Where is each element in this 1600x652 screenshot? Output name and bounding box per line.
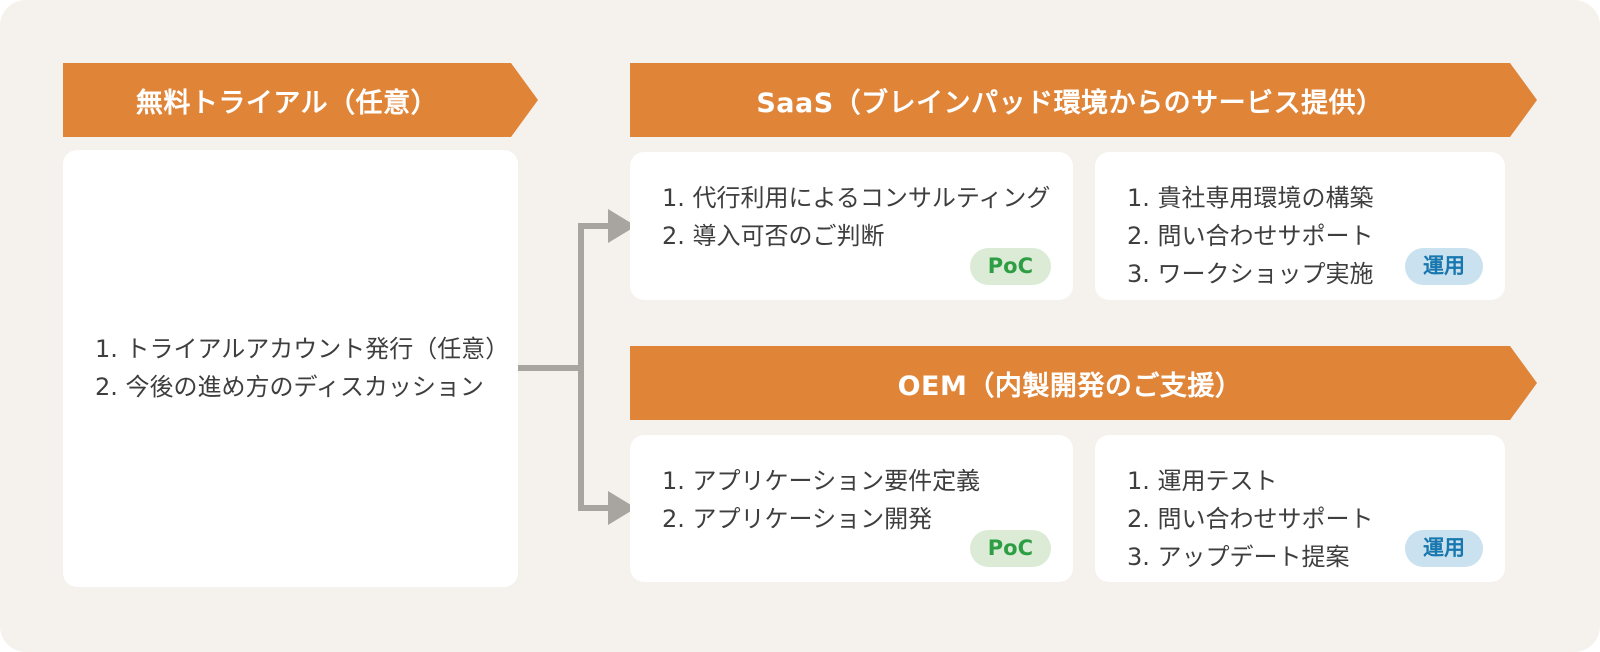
oem-banner-label: OEM（内製開発のご支援） — [897, 370, 1243, 402]
trial-banner-label: 無料トライアル（任意） — [135, 87, 439, 119]
list-item: 貴社専用環境の構築 — [1157, 184, 1374, 212]
trial-steps-list: トライアルアカウント発行（任意） 今後の進め方のディスカッション — [95, 329, 510, 408]
connector-line-to-saas — [578, 223, 610, 229]
oem-poc-card: アプリケーション要件定義アプリケーション開発 PoC — [630, 435, 1073, 582]
saas-banner-label: SaaS（ブレインパッド環境からのサービス提供） — [756, 87, 1384, 119]
list-item: 問い合わせサポート — [1157, 221, 1374, 250]
list-item: 導入可否のご判断 — [692, 221, 885, 250]
oem-ops-card: 運用テスト問い合わせサポートアップデート提案 運用 — [1095, 435, 1505, 582]
saas-poc-card: 代行利用によるコンサルティング導入可否のご判断 PoC — [630, 152, 1073, 300]
saas-ops-card: 貴社専用環境の構築問い合わせサポートワークショップ実施 運用 — [1095, 152, 1505, 300]
list-item: 代行利用によるコンサルティング — [692, 184, 1051, 212]
poc-badge: PoC — [969, 529, 1051, 567]
poc-badge: PoC — [969, 247, 1051, 285]
oem-poc-steps-list: アプリケーション要件定義アプリケーション開発 — [662, 464, 1049, 537]
list-item: 問い合わせサポート — [1157, 504, 1374, 533]
connector-line-to-oem — [578, 505, 610, 511]
oem-banner: OEM（内製開発のご支援） — [630, 346, 1537, 420]
list-item: ワークショップ実施 — [1157, 259, 1374, 288]
trial-banner: 無料トライアル（任意） — [63, 63, 538, 137]
connector-line-vertical — [578, 223, 584, 511]
list-item: 運用テスト — [1157, 467, 1278, 495]
saas-poc-steps-list: 代行利用によるコンサルティング導入可否のご判断 — [662, 181, 1051, 254]
ops-badge: 運用 — [1405, 529, 1483, 567]
list-item: 今後の進め方のディスカッション — [125, 373, 484, 401]
list-item: アップデート提案 — [1157, 542, 1350, 571]
list-item: トライアルアカウント発行（任意） — [125, 335, 510, 364]
ops-badge: 運用 — [1405, 247, 1483, 285]
list-item: アプリケーション要件定義 — [692, 467, 981, 495]
oem-ops-steps-list: 運用テスト問い合わせサポートアップデート提案 — [1127, 464, 1481, 574]
saas-banner: SaaS（ブレインパッド環境からのサービス提供） — [630, 63, 1537, 137]
connector-line-main — [518, 365, 584, 371]
trial-card: トライアルアカウント発行（任意） 今後の進め方のディスカッション — [63, 150, 518, 587]
saas-ops-steps-list: 貴社専用環境の構築問い合わせサポートワークショップ実施 — [1127, 181, 1481, 291]
list-item: アプリケーション開発 — [692, 504, 933, 533]
